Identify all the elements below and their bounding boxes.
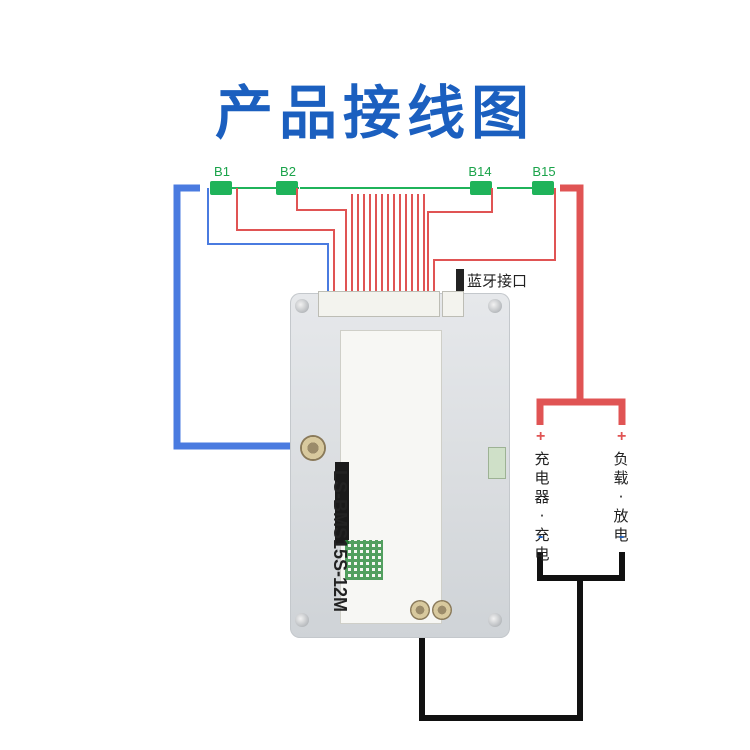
b-minus-sense-wire — [207, 188, 329, 300]
page-title: 产品接线图 — [214, 79, 535, 147]
screw — [295, 299, 309, 313]
load-label: 负载·放电 — [613, 450, 629, 544]
charger-minus-sign: - — [538, 528, 544, 545]
balance-wires — [236, 188, 556, 300]
pack-negative-cable — [419, 552, 583, 721]
charger-label: 充电器·充电 — [534, 450, 550, 563]
cell-label-b2: B2 — [280, 164, 296, 179]
cell-label-b15: B15 — [532, 164, 556, 179]
ntc-connector — [488, 447, 506, 479]
load-minus-sign: - — [619, 528, 625, 545]
b-minus-pad — [300, 435, 326, 461]
screw — [488, 613, 502, 627]
board-model: LS-BMS15S-12M — [330, 470, 350, 613]
bluetooth-plug — [456, 269, 464, 291]
cell-b1 — [210, 181, 232, 195]
c-minus-pad — [432, 600, 452, 620]
screw — [488, 299, 502, 313]
cell-b15 — [532, 181, 554, 195]
bluetooth-connector — [442, 291, 464, 317]
cell-b2 — [276, 181, 298, 195]
terminal-box: + + 充电器·充电 负载·放电 - - — [525, 428, 642, 563]
b-minus-cable — [173, 184, 312, 450]
cell-label-b14: B14 — [468, 164, 492, 179]
charger-plus-sign: + — [536, 428, 546, 445]
label-black-bar — [335, 462, 349, 544]
balance-connector — [318, 291, 440, 317]
screw — [295, 613, 309, 627]
cell-b14 — [470, 181, 492, 195]
qr-code — [345, 540, 383, 580]
pack-positive-cable — [536, 184, 584, 425]
p-minus-pad — [410, 600, 430, 620]
bluetooth-label: 蓝牙接口 — [467, 272, 528, 290]
cell-label-b1: B1 — [214, 164, 230, 179]
load-plus-sign: + — [617, 428, 627, 445]
